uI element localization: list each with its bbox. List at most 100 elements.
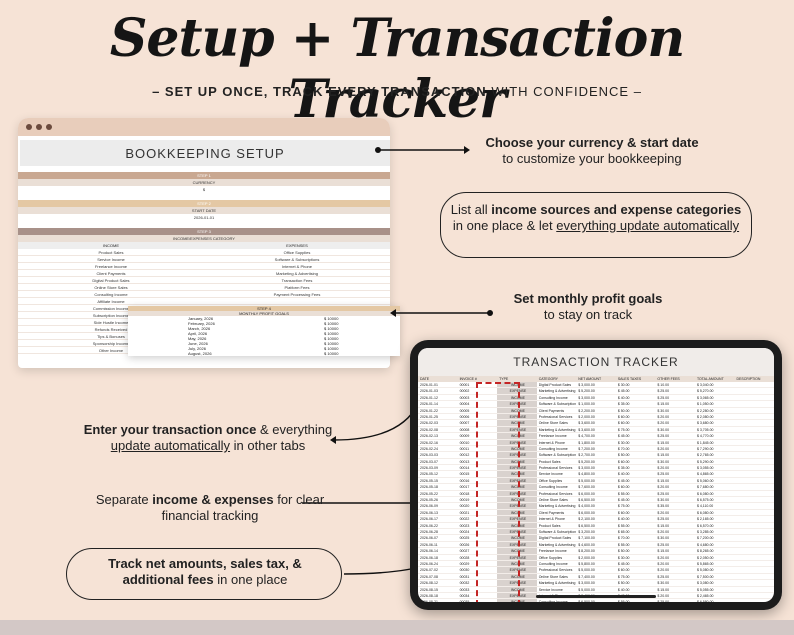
table-cell[interactable]: Professional Services xyxy=(538,568,573,573)
table-cell[interactable]: $ 4,680.00 xyxy=(696,542,714,547)
table-cell[interactable] xyxy=(735,593,775,598)
start-date-value[interactable]: 2026-01-01 xyxy=(193,215,215,220)
table-cell[interactable]: $ 20.00 xyxy=(657,529,670,534)
table-cell[interactable]: $ 5,270.00 xyxy=(696,389,714,394)
table-cell[interactable]: $ 8,200.00 xyxy=(578,549,595,554)
table-cell[interactable]: $ 25.00 xyxy=(657,472,670,477)
table-cell[interactable]: Marketing & Advertising xyxy=(538,581,576,586)
type-dropdown[interactable]: EXPENSE xyxy=(497,516,537,522)
table-cell[interactable]: $ 35.00 xyxy=(617,402,630,407)
income-category-item[interactable]: Freelance Income xyxy=(18,263,204,270)
goal-value[interactable]: $ 10000 xyxy=(324,331,339,336)
income-category-item[interactable]: Tips & Bonuses xyxy=(18,333,204,340)
table-cell[interactable]: $ 6,575.00 xyxy=(696,498,714,503)
table-cell[interactable]: 00034 xyxy=(459,593,470,598)
table-cell[interactable]: $ 6,500.00 xyxy=(578,523,595,528)
table-cell[interactable]: $ 20.00 xyxy=(657,466,670,471)
table-cell[interactable]: $ 5,000.00 xyxy=(578,478,595,483)
table-cell[interactable]: $ 7,500.00 xyxy=(696,574,714,579)
table-cell[interactable]: Online Store Sales xyxy=(538,498,568,503)
table-cell[interactable]: 00018 xyxy=(459,491,470,496)
type-dropdown[interactable]: INCOME xyxy=(497,458,537,465)
table-cell[interactable]: 2026-02-16 xyxy=(420,440,438,445)
table-cell[interactable]: $ 7,290.00 xyxy=(696,446,714,451)
table-cell[interactable]: $ 45.00 xyxy=(617,389,630,394)
table-cell[interactable]: 00012 xyxy=(459,453,470,458)
expense-category-item[interactable]: Transaction Fees xyxy=(204,277,390,284)
table-cell[interactable]: $ 8,265.00 xyxy=(696,549,714,554)
table-cell[interactable]: $ 4,700.00 xyxy=(578,434,595,439)
table-cell[interactable]: 00005 xyxy=(459,408,470,413)
table-cell[interactable]: $ 6,500.00 xyxy=(578,498,595,503)
table-cell[interactable] xyxy=(735,516,775,521)
table-cell[interactable]: 2026-03-09 xyxy=(420,466,438,471)
table-cell[interactable]: Digital Product Sales xyxy=(538,536,572,541)
income-category-item[interactable]: Product Sales xyxy=(18,249,204,256)
table-cell[interactable]: 00030 xyxy=(459,568,470,573)
type-dropdown[interactable]: EXPENSE xyxy=(497,580,537,586)
table-cell[interactable]: $ 5,000.00 xyxy=(578,587,595,592)
table-cell[interactable]: $ 3,080.00 xyxy=(696,581,714,586)
goal-value[interactable]: $ 10000 xyxy=(324,346,339,351)
table-cell[interactable]: $ 20.00 xyxy=(657,446,670,451)
table-cell[interactable]: 2026-01-22 xyxy=(420,408,438,413)
type-dropdown[interactable]: EXPENSE xyxy=(497,401,537,407)
type-dropdown[interactable]: EXPENSE xyxy=(497,388,537,394)
table-cell[interactable]: $ 2,050.00 xyxy=(696,555,714,560)
table-cell[interactable]: $ 7,680.00 xyxy=(696,485,714,490)
table-cell[interactable]: 00004 xyxy=(459,402,470,407)
table-cell[interactable]: $ 30.00 xyxy=(657,536,670,541)
table-cell[interactable]: $ 75.00 xyxy=(617,427,630,432)
table-cell[interactable]: 00020 xyxy=(459,504,470,509)
table-cell[interactable]: $ 55.00 xyxy=(616,599,656,602)
table-cell[interactable]: $ 65.00 xyxy=(617,529,630,534)
table-cell[interactable]: $ 7,200.00 xyxy=(696,536,714,541)
table-cell[interactable]: 2026-08-15 xyxy=(420,587,438,592)
type-dropdown[interactable]: INCOME xyxy=(497,445,537,452)
table-cell[interactable]: $ 45.00 xyxy=(617,561,630,566)
income-category-item[interactable]: Commission Income xyxy=(18,305,204,312)
table-cell[interactable]: $ 4,110.00 xyxy=(696,504,714,509)
table-cell[interactable] xyxy=(735,465,775,470)
type-dropdown[interactable]: INCOME xyxy=(497,535,537,541)
table-cell[interactable] xyxy=(735,567,775,572)
table-cell[interactable]: $ 7,200.00 xyxy=(578,446,595,451)
type-dropdown[interactable]: EXPENSE xyxy=(497,413,537,420)
table-cell[interactable]: 2026-07-02 xyxy=(420,568,438,573)
table-cell[interactable]: Online Store Sales xyxy=(538,421,568,426)
table-cell[interactable] xyxy=(735,471,775,476)
tracker-column-header[interactable]: INVOICE # xyxy=(459,377,477,381)
table-cell[interactable]: $ 4,800.00 xyxy=(578,472,595,477)
table-cell[interactable]: 2026-01-14 xyxy=(420,402,438,407)
type-dropdown[interactable]: EXPENSE xyxy=(497,452,537,458)
table-cell[interactable]: Client Payments xyxy=(538,408,565,413)
table-cell[interactable]: $ 7,400.00 xyxy=(578,574,595,579)
table-cell[interactable]: $ 55.00 xyxy=(617,491,630,496)
table-cell[interactable]: $ 3,285.00 xyxy=(696,529,714,534)
type-dropdown[interactable]: EXPENSE xyxy=(497,592,537,599)
table-cell[interactable]: $ 7,100.00 xyxy=(578,536,595,541)
table-cell[interactable]: $ 6,080.00 xyxy=(696,510,714,515)
table-cell[interactable]: $ 3,600.00 xyxy=(578,427,595,432)
table-cell[interactable] xyxy=(735,587,775,592)
table-cell[interactable]: $ 60.00 xyxy=(617,459,630,464)
table-cell[interactable]: Service Income xyxy=(538,587,563,592)
goal-value[interactable]: $ 10000 xyxy=(324,326,339,331)
table-cell[interactable]: $ 60.00 xyxy=(617,414,630,419)
table-cell[interactable]: $ 20.00 xyxy=(657,593,670,598)
table-cell[interactable]: Consulting Income xyxy=(538,485,568,490)
income-category-item[interactable]: Affiliate Income xyxy=(18,298,204,305)
table-cell[interactable]: $ 20.00 xyxy=(657,414,670,419)
